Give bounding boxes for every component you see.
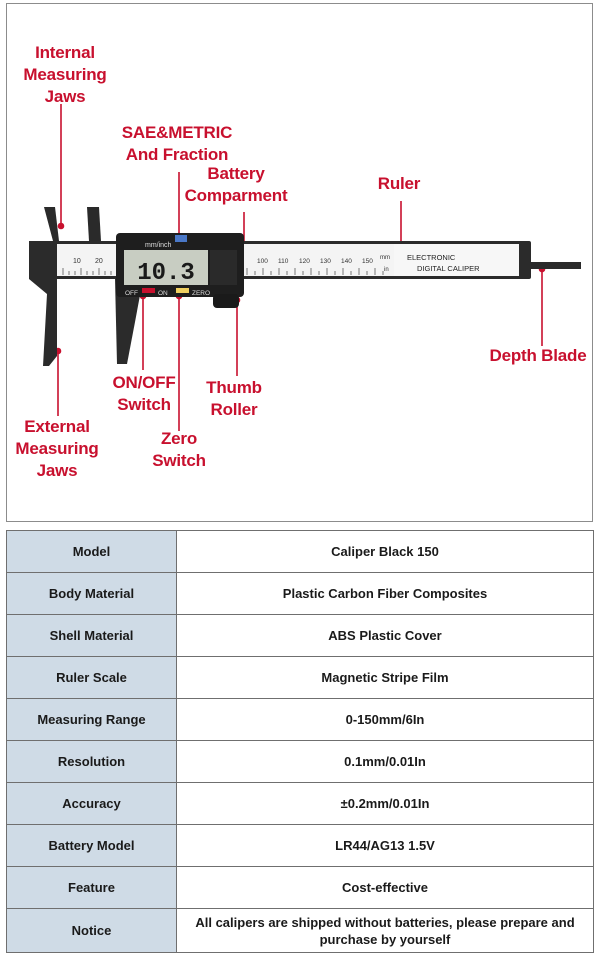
scale-strip-left <box>57 244 117 276</box>
table-row: Shell Material ABS Plastic Cover <box>6 614 594 657</box>
spec-value: Plastic Carbon Fiber Composites <box>176 572 594 615</box>
brand-strip <box>394 244 519 276</box>
spec-key: Body Material <box>6 572 177 615</box>
brand-line-2: DIGITAL CALIPER <box>417 264 480 273</box>
spec-value: 0.1mm/0.01In <box>176 740 594 783</box>
callout-zero-switch: Zero Switch <box>152 429 206 470</box>
lcd-readout: 10.3 <box>137 260 195 287</box>
scale-label-20: 20 <box>95 258 103 265</box>
table-row: Notice All calipers are shipped without … <box>6 908 594 953</box>
callout-onoff-switch: ON/OFF Switch <box>112 373 176 414</box>
spec-key: Shell Material <box>6 614 177 657</box>
spec-key: Ruler Scale <box>6 656 177 699</box>
spec-value: Caliper Black 150 <box>176 530 594 573</box>
mode-label: mm/inch <box>145 242 172 249</box>
zero-label: ZERO <box>192 290 210 297</box>
callout-internal-jaws: Internal Measuring Jaws <box>23 43 107 106</box>
table-row: Body Material Plastic Carbon Fiber Compo… <box>6 572 594 615</box>
spec-value: All calipers are shipped without batteri… <box>176 908 594 953</box>
spec-value: 0-150mm/6In <box>176 698 594 741</box>
scale-label-150: 150 <box>362 258 373 265</box>
callout-external-jaws: External Measuring Jaws <box>15 417 99 480</box>
table-row: Measuring Range 0-150mm/6In <box>6 698 594 741</box>
scale-label-100: 100 <box>257 258 268 265</box>
table-row: Accuracy ±0.2mm/0.01In <box>6 782 594 825</box>
caliper-illustration: mm/inch 10.3 OFF ON ZERO 10 20 100 110 1… <box>29 104 581 431</box>
spec-value: ABS Plastic Cover <box>176 614 594 657</box>
spec-value: Magnetic Stripe Film <box>176 656 594 699</box>
spec-table: Model Caliper Black 150 Body Material Pl… <box>6 530 594 953</box>
off-label: OFF <box>125 290 138 297</box>
scale-label-140: 140 <box>341 258 352 265</box>
spec-value: LR44/AG13 1.5V <box>176 824 594 867</box>
lcd-screen <box>124 250 208 285</box>
table-row: Resolution 0.1mm/0.01In <box>6 740 594 783</box>
callout-battery: Battery Comparment <box>184 164 288 205</box>
battery-cover <box>210 250 237 285</box>
zero-button <box>176 288 189 293</box>
callout-depth-blade: Depth Blade <box>489 346 587 365</box>
spec-key: Feature <box>6 866 177 909</box>
callout-sae-metric: SAE&METRIC And Fraction <box>121 123 233 164</box>
scale-label-120: 120 <box>299 258 310 265</box>
table-row: Battery Model LR44/AG13 1.5V <box>6 824 594 867</box>
scale-label-110: 110 <box>278 258 289 265</box>
callout-ruler: Ruler <box>377 174 421 193</box>
callout-thumb-roller: Thumb Roller <box>206 378 262 419</box>
spec-value: Cost-effective <box>176 866 594 909</box>
spec-key: Model <box>6 530 177 573</box>
on-label: ON <box>158 290 168 297</box>
unit-mm: mm <box>380 255 390 261</box>
mode-button <box>175 235 187 242</box>
spec-key: Measuring Range <box>6 698 177 741</box>
scale-label-10: 10 <box>73 258 81 265</box>
unit-in: in <box>384 267 389 273</box>
internal-jaw-fixed <box>44 207 59 241</box>
brand-line-1: ELECTRONIC <box>407 253 456 262</box>
table-row: Model Caliper Black 150 <box>6 530 594 573</box>
table-row: Ruler Scale Magnetic Stripe Film <box>6 656 594 699</box>
spec-key: Resolution <box>6 740 177 783</box>
spec-key: Accuracy <box>6 782 177 825</box>
spec-key: Notice <box>6 908 177 953</box>
thumb-roller-shape <box>213 294 239 308</box>
external-jaw-moving <box>115 279 143 364</box>
scale-strip-main <box>242 244 394 276</box>
scale-ticks <box>62 268 384 275</box>
internal-jaw-moving <box>87 207 101 241</box>
spec-key: Battery Model <box>6 824 177 867</box>
onoff-button <box>142 288 155 293</box>
table-row: Feature Cost-effective <box>6 866 594 909</box>
scale-label-130: 130 <box>320 258 331 265</box>
spec-value: ±0.2mm/0.01In <box>176 782 594 825</box>
external-jaw-fixed <box>29 241 57 366</box>
caliper-diagram: mm/inch 10.3 OFF ON ZERO 10 20 100 110 1… <box>6 3 593 522</box>
